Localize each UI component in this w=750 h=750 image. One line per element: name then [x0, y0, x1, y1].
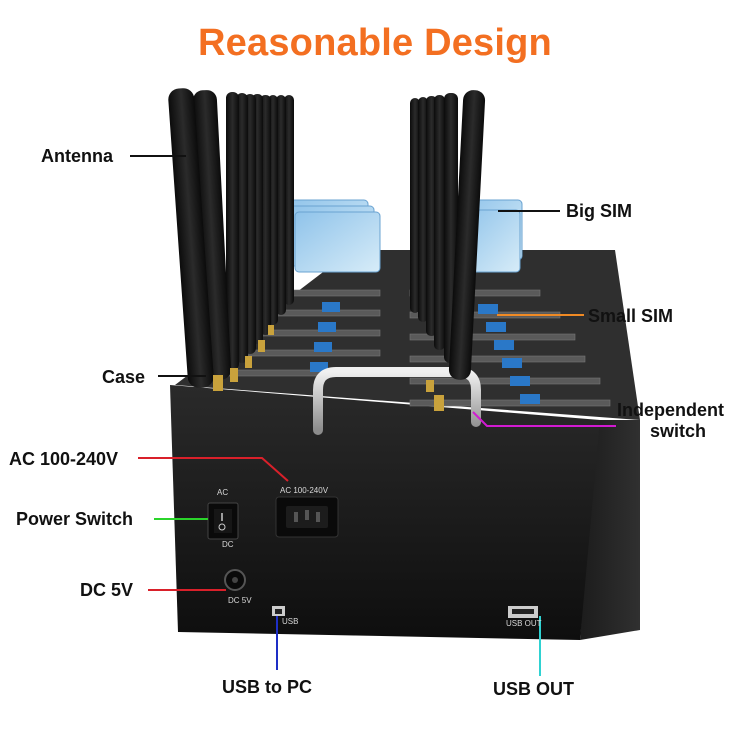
usb-b-port [272, 606, 285, 616]
device-label-usb: USB [282, 617, 299, 626]
page-title: Reasonable Design [198, 22, 552, 64]
callout-case: Case [102, 367, 146, 387]
callout-independent-switch-2: switch [650, 421, 707, 441]
device-label-dc-port: DC 5V [228, 596, 252, 605]
ac-line [138, 457, 289, 482]
usb-a-port [508, 606, 538, 618]
antennas [168, 88, 486, 388]
device-label-usb-out: USB OUT [506, 619, 542, 628]
device-case [170, 250, 640, 640]
callout-big-sim: Big SIM [566, 201, 632, 221]
device-label-ac: AC [217, 488, 229, 497]
callout-independent-switch-1: Independent [617, 400, 724, 420]
callout-small-sim: Small SIM [588, 306, 674, 326]
callout-usb-out: USB OUT [493, 679, 574, 699]
independent-switch-line [472, 411, 616, 427]
antenna-connectors [213, 325, 444, 411]
callout-usb-to-pc: USB to PC [222, 677, 312, 697]
callout-dc-5v: DC 5V [80, 580, 134, 600]
device-label-dc: DC [222, 540, 234, 549]
dc-jack [224, 569, 246, 591]
callout-lines [130, 155, 616, 676]
ac-socket [275, 496, 339, 538]
callout-antenna: Antenna [41, 146, 113, 166]
callout-ac-input: AC 100-240V [9, 449, 119, 469]
callout-power-switch: Power Switch [16, 509, 134, 529]
carry-handle [313, 367, 481, 435]
power-switch [207, 502, 239, 540]
device-label-ac-port: AC 100-240V [280, 486, 329, 495]
